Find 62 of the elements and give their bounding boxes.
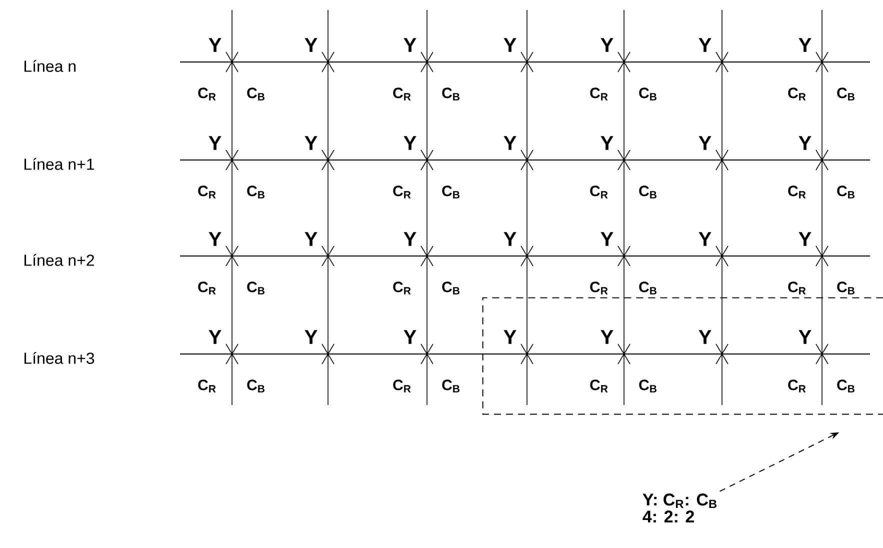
luma-label: Y bbox=[504, 38, 516, 52]
chroma-label: C$_{B}$ bbox=[247, 380, 264, 392]
chroma-label: C$_{B}$ bbox=[442, 186, 460, 198]
chroma-label: C$_{B}$ bbox=[442, 88, 460, 100]
luma-label: Y bbox=[698, 232, 712, 246]
luma-label: Y bbox=[798, 38, 812, 52]
chroma-label: C$_{B}$ bbox=[442, 380, 460, 392]
luma-label: Y bbox=[208, 136, 222, 150]
luma-label: Y bbox=[798, 232, 812, 246]
selection-box bbox=[482, 297, 883, 415]
chroma-label: C$_{R}$ bbox=[590, 88, 608, 100]
chroma-label: C$_{B}$ bbox=[639, 186, 656, 198]
chroma-label: C$_{R}$ bbox=[590, 380, 608, 392]
luma-label: Y bbox=[404, 232, 416, 246]
luma-label: Y bbox=[504, 330, 516, 344]
chroma-label: C$_{R}$ bbox=[393, 282, 411, 294]
chroma-label: C$_{R}$ bbox=[788, 380, 806, 392]
line-label: Línea n bbox=[24, 60, 76, 72]
chroma-label: C$_{B}$ bbox=[247, 88, 264, 100]
chroma-label: C$_{R}$ bbox=[590, 186, 608, 198]
luma-label: Y bbox=[404, 136, 416, 150]
luma-label: Y bbox=[304, 38, 318, 52]
line-label: Línea n+2 bbox=[24, 254, 94, 266]
chroma-label: C$_{R}$ bbox=[788, 88, 806, 100]
luma-label: Y bbox=[304, 330, 318, 344]
chroma-label: C$_{R}$ bbox=[788, 186, 806, 198]
luma-label: Y bbox=[798, 136, 812, 150]
luma-label: Y bbox=[304, 232, 318, 246]
line-label: Línea n+3 bbox=[24, 352, 94, 364]
luma-label: Y bbox=[698, 38, 712, 52]
luma-label: Y bbox=[600, 330, 614, 344]
luma-label: Y bbox=[600, 136, 614, 150]
chroma-label: C$_{B}$ bbox=[837, 88, 854, 100]
chroma-label: C$_{R}$ bbox=[198, 380, 216, 392]
chroma-label: C$_{B}$ bbox=[837, 186, 854, 198]
chroma-label: C$_{R}$ bbox=[393, 380, 411, 392]
chroma-label: C$_{B}$ bbox=[639, 380, 656, 392]
luma-label: Y bbox=[404, 330, 416, 344]
chroma-label: C$_{R}$ bbox=[198, 88, 216, 100]
chroma-label: C$_{B}$ bbox=[837, 380, 854, 392]
chroma-label: C$_{R}$ bbox=[198, 186, 216, 198]
chroma-label: C$_{B}$ bbox=[247, 186, 264, 198]
luma-label: Y bbox=[304, 136, 318, 150]
ratio-text: Y: C$_{R}$: C$_{B}$ 4: 2: 2 bbox=[642, 494, 717, 522]
line-label: Línea n+1 bbox=[24, 158, 94, 170]
luma-label: Y bbox=[208, 232, 222, 246]
luma-label: Y bbox=[698, 136, 712, 150]
luma-label: Y bbox=[504, 136, 516, 150]
chroma-label: C$_{B}$ bbox=[442, 282, 460, 294]
luma-label: Y bbox=[208, 330, 222, 344]
chroma-label: C$_{R}$ bbox=[393, 186, 411, 198]
luma-label: Y bbox=[798, 330, 812, 344]
chroma-label: C$_{B}$ bbox=[639, 88, 656, 100]
luma-label: Y bbox=[698, 330, 712, 344]
luma-label: Y bbox=[208, 38, 222, 52]
chroma-label: C$_{R}$ bbox=[393, 88, 411, 100]
luma-label: Y bbox=[404, 38, 416, 52]
luma-label: Y bbox=[504, 232, 516, 246]
luma-label: Y bbox=[600, 38, 614, 52]
luma-label: Y bbox=[600, 232, 614, 246]
chroma-label: C$_{R}$ bbox=[198, 282, 216, 294]
chroma-label: C$_{B}$ bbox=[247, 282, 264, 294]
